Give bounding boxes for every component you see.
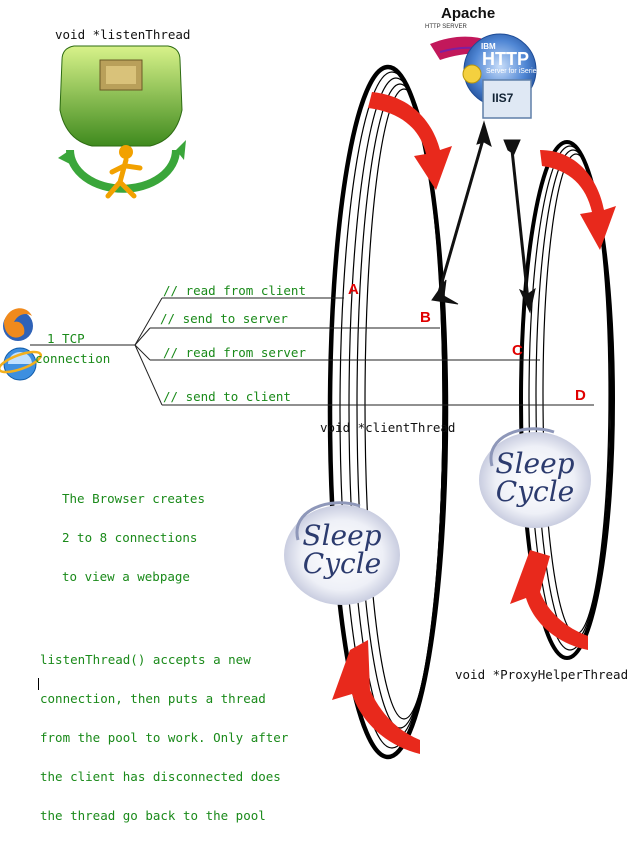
sleep-word: Sleep [495,447,575,480]
cycle-word: Cycle [495,475,575,508]
marker-a: A [348,281,359,298]
channel-read-from-client: // read from client [163,283,306,298]
channel-send-to-server: // send to server [160,311,288,326]
text-cursor [38,678,39,690]
sleep-badge-proxy-bg [479,432,591,528]
ibm-logo-subtitle: Server for iSeries [486,68,541,75]
browser-note: The Browser creates 2 to 8 connections t… [62,466,205,609]
diagram-graphics [0,33,616,760]
browser-note-line: 2 to 8 connections [62,530,198,545]
connection-lines [30,297,594,406]
channel-read-from-server: // read from server [163,345,306,360]
marker-c: C [512,342,523,359]
cycle-word: Cycle [302,547,382,580]
iis-logo-text: IIS7 [492,91,514,105]
browser-icons [0,308,43,381]
marker-b: B [420,309,431,326]
listen-note-line: listenThread() accepts a new [40,652,251,667]
listen-note: listenThread() accepts a new connection,… [40,627,288,848]
connection-label-line1: 1 TCP [47,331,85,346]
listen-thread-label: void *listenThread [55,27,191,42]
client-thread-label: void *clientThread [320,420,456,435]
channel-send-to-client: // send to client [163,389,291,404]
sleep-badge-client: Sleep Cycle [292,522,392,578]
apache-logo-subtitle: HTTP SERVER [425,24,467,30]
proxy-thread-diagram: Apache HTTP SERVER IBM HTTP Server for i… [0,5,629,822]
http-logo-text: HTTP [482,49,529,69]
proxy-helper-thread-label: void *ProxyHelperThread [455,667,629,682]
browser-note-line: to view a webpage [62,569,190,584]
connection-label-line2: connection [35,351,111,366]
sleep-word: Sleep [302,519,382,552]
listen-thread-icon [58,45,186,199]
server-arrows [431,120,536,314]
client-thread-loop [327,64,449,760]
browser-note-line: The Browser creates [62,491,205,506]
listen-note-line: connection, then puts a thread [40,691,266,706]
apache-logo-text: Apache [441,5,496,22]
sleep-badge-client-bg [284,505,400,605]
marker-d: D [575,387,586,404]
listen-note-line: from the pool to work. Only after [40,730,289,745]
ibm-logo-text: IBM [481,42,496,51]
cycle-arrows [332,92,616,754]
server-logos [430,33,537,119]
sleep-badge-proxy: Sleep Cycle [485,450,585,506]
listen-note-line: the thread go back to the pool [40,808,266,823]
